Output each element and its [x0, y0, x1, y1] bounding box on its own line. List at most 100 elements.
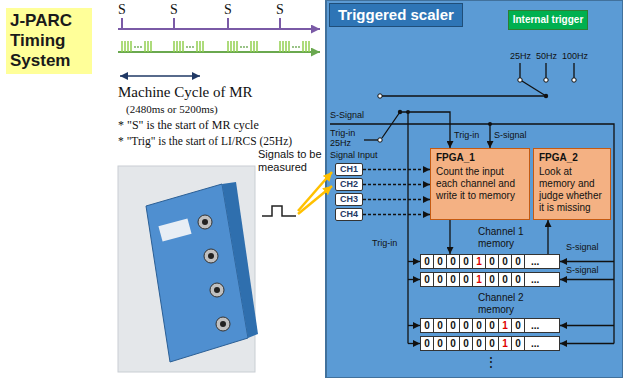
memory-bit: 0 [421, 337, 434, 350]
connector [216, 317, 230, 331]
memory-bit: 0 [447, 255, 460, 268]
memory-label: Channel 2 memory [478, 292, 530, 315]
contact [518, 78, 522, 82]
pulse-symbol [262, 206, 296, 216]
contact [378, 94, 382, 98]
signal-arrow [298, 186, 332, 214]
memory-bit: 0 [499, 255, 512, 268]
memory-bit: ... [525, 337, 539, 350]
signal-name: Trig-in 25Hz [330, 128, 362, 149]
dot [246, 46, 248, 48]
signal-name: S-Signal [330, 110, 364, 120]
note: * "Trig" is the start of LI/RCS (25Hz) [118, 135, 292, 148]
memory-bit: 0 [460, 337, 473, 350]
dot [134, 46, 136, 48]
junction [488, 122, 492, 126]
signal-name: S-signal [566, 265, 599, 275]
contact [544, 78, 548, 82]
note: * "S" is the start of MR cycle [118, 119, 259, 133]
cycle-start-mark: S [276, 2, 284, 18]
signal-connector [449, 220, 450, 254]
signal-name: Trig-in [454, 130, 479, 140]
channel-name: CH4 [336, 209, 362, 220]
fpga-box: FPGA_1Count the input each channel and w… [430, 148, 530, 220]
dot [140, 46, 142, 48]
connector-pin [208, 253, 214, 259]
memory-bit: 0 [473, 319, 486, 332]
scaler-wiring [330, 63, 614, 344]
memory-bit: 0 [486, 273, 499, 286]
cycle-duration: (2480ms or 5200ms) [126, 103, 218, 116]
connector-pin [220, 321, 226, 327]
fpga-box: FPGA_2Look at memory and judge whether i… [533, 148, 611, 220]
dot [189, 46, 191, 48]
memory-bit: 0 [434, 255, 447, 268]
s-signal-arrow [560, 325, 614, 326]
memory-bit: 0 [460, 255, 473, 268]
s-signal-branch [489, 124, 490, 148]
s-signal-timeline [118, 28, 320, 30]
cycle-start-mark: S [170, 2, 178, 18]
channel-input-box: CH2 [335, 178, 363, 191]
timing-system-box: J-PARC Timing System [6, 8, 92, 74]
switch-contacts [378, 78, 576, 142]
memory-bit: 0 [486, 337, 499, 350]
cycle-start-mark: S [224, 2, 232, 18]
trigger-arrow [408, 261, 420, 262]
fpga-text: FPGA_2 [539, 152, 605, 164]
memory-bit: ... [525, 255, 539, 268]
junction [544, 94, 548, 98]
channel-name: CH3 [336, 194, 362, 205]
dot [186, 46, 188, 48]
signal-connector [547, 220, 548, 254]
internal-trigger-wire [382, 95, 546, 96]
fpga-text: Look at memory and judge whether it is m… [539, 166, 605, 214]
trigger-arrow [408, 325, 420, 326]
memory-bit: 0 [421, 273, 434, 286]
box-label: Internal trigger [512, 14, 584, 26]
memory-bit: 0 [421, 255, 434, 268]
channel-name: CH1 [336, 164, 362, 175]
memory-bit: 0 [434, 273, 447, 286]
trig-in-wire [364, 139, 378, 140]
memory-bit: 0 [447, 337, 460, 350]
connector [204, 249, 218, 263]
memory-bit: 0 [447, 273, 460, 286]
memory-bit: 0 [486, 319, 499, 332]
memory-row: 00001000... [420, 254, 560, 269]
connector [210, 283, 224, 297]
signal-connector [363, 214, 430, 215]
memory-bit: 0 [447, 319, 460, 332]
signal-name: Trig-in [372, 238, 397, 248]
trigger-arrow [408, 279, 420, 280]
trigger-to-memory-wire [407, 112, 408, 344]
cycle-start-mark: S [118, 2, 126, 18]
memory-bit: 1 [499, 319, 512, 332]
dot [240, 46, 242, 48]
s-signal-arrow [560, 279, 614, 280]
annotation: Signals to be measured [258, 148, 322, 173]
memory-bit: 0 [434, 337, 447, 350]
fpga-text: Count the input each channel and write i… [436, 166, 524, 202]
internal-trigger-box: Internal trigger [508, 10, 588, 30]
signal-connector [363, 184, 430, 185]
frequency-wires [520, 63, 574, 78]
panel-heading: Triggered scaler [329, 3, 463, 27]
system-name: J-PARC Timing System [10, 11, 88, 71]
memory-bit: 0 [460, 319, 473, 332]
memory-bit: 0 [486, 255, 499, 268]
memory-bit: ... [525, 273, 539, 286]
dot [192, 46, 194, 48]
dot [292, 46, 294, 48]
pulse-gap-dots [134, 46, 300, 48]
memory-bit: 0 [512, 337, 525, 350]
channel-input-box: CH4 [335, 208, 363, 221]
memory-bit: 0 [512, 255, 525, 268]
frequency-label: 50Hz [536, 51, 557, 61]
memory-label: Channel 1 memory [478, 226, 530, 249]
memory-bit: 0 [512, 319, 525, 332]
connector [198, 215, 212, 229]
signal-name: S-signal [494, 130, 527, 140]
s-signal-arrow [560, 343, 614, 344]
device-label-plate [158, 218, 191, 241]
